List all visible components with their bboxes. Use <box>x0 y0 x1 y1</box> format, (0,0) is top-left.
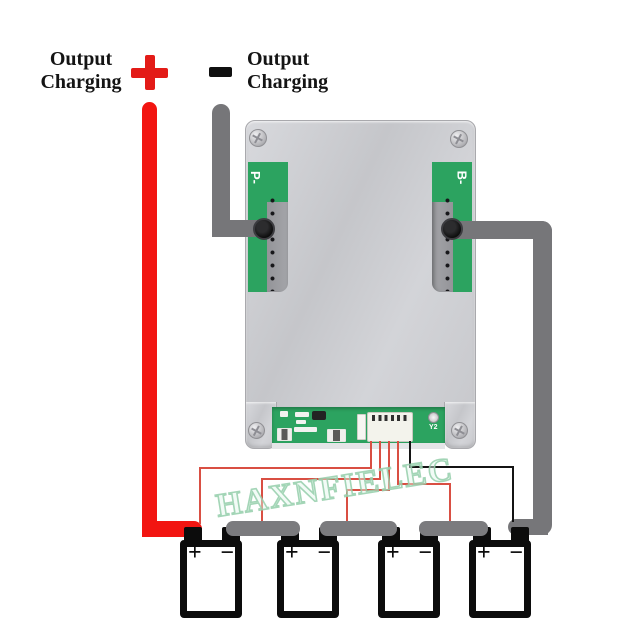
balance-connector <box>367 412 413 442</box>
balance-wire-4 <box>397 483 451 485</box>
pad-label-b-minus: B- <box>454 170 470 185</box>
balance-wire-2 <box>379 441 381 479</box>
silkscreen-mark <box>294 427 317 432</box>
label-line-charging: Charging <box>40 71 122 93</box>
battery-cell-4 <box>469 540 531 618</box>
plus-mark: + <box>188 540 202 566</box>
negative-output-wire-end <box>212 220 264 237</box>
screw-icon <box>450 130 468 148</box>
smd-resistor <box>327 429 346 442</box>
battery-negative-wire-horizontal <box>455 221 552 239</box>
battery4-negative-terminal <box>511 527 529 543</box>
battery-cell-1 <box>180 540 242 618</box>
battery-cell-3 <box>378 540 440 618</box>
series-jumper-2 <box>320 521 397 536</box>
label-line-output: Output <box>49 48 113 70</box>
plus-mark: + <box>285 540 299 566</box>
pcb-bottom-edge <box>272 443 445 449</box>
connector-pins <box>372 415 410 421</box>
minus-mark: − <box>509 540 523 566</box>
balance-wire-3 <box>346 489 390 491</box>
series-jumper-1 <box>226 521 300 536</box>
pad-label-p-minus: P- <box>248 171 263 184</box>
smd-component-dark <box>312 411 326 420</box>
plus-mark: + <box>477 540 491 566</box>
minus-symbol-icon <box>209 67 232 77</box>
minus-mark: − <box>317 540 331 566</box>
balance-wire-black <box>512 466 514 522</box>
battery1-positive-terminal <box>184 527 202 543</box>
silkscreen-mark <box>295 412 309 417</box>
series-jumper-3 <box>419 521 488 536</box>
solder-dots-right <box>445 198 450 291</box>
battery2-polarity: + − <box>277 541 339 565</box>
screw-icon <box>451 422 468 439</box>
negative-output-wire-vertical <box>212 104 230 237</box>
silkscreen-mark <box>296 420 306 424</box>
output-charging-label-positive: Output Charging <box>28 48 134 94</box>
output-charging-label-negative: Output Charging <box>247 48 367 94</box>
balance-wire-2 <box>261 478 381 480</box>
minus-mark: − <box>418 540 432 566</box>
battery4-polarity: + − <box>469 541 531 565</box>
balance-wire-4 <box>397 441 399 484</box>
balance-wire-3 <box>388 441 390 491</box>
silkscreen-mark <box>280 411 288 417</box>
balance-wire-1 <box>199 467 201 524</box>
silkscreen-y2-label: Y2 <box>429 424 438 431</box>
balance-wire-4 <box>449 483 451 523</box>
balance-wire-1 <box>199 467 372 469</box>
balance-wire-1 <box>370 441 372 468</box>
balance-wire-black <box>409 441 411 468</box>
screw-icon <box>248 422 265 439</box>
positive-output-wire-vertical <box>142 102 157 537</box>
plus-mark: + <box>386 540 400 566</box>
screw-icon <box>249 129 267 147</box>
solder-dots-left <box>270 198 275 291</box>
label-line-output: Output <box>247 48 310 70</box>
small-connector <box>357 414 366 440</box>
balance-wire-black <box>409 466 514 468</box>
balance-wire-2 <box>261 478 263 523</box>
pad-hole-p-minus <box>253 218 275 240</box>
via-pad <box>428 412 439 423</box>
battery-cell-2 <box>277 540 339 618</box>
battery1-polarity: + − <box>180 541 242 565</box>
balance-wire-3 <box>346 489 348 523</box>
pcb-green-left-column <box>248 200 267 292</box>
battery-negative-wire-vertical <box>533 221 552 535</box>
minus-mark: − <box>220 540 234 566</box>
label-line-charging: Charging <box>247 71 329 93</box>
pcb-green-left-band <box>248 162 288 202</box>
battery3-polarity: + − <box>378 541 440 565</box>
pcb-green-right-column <box>453 200 472 292</box>
smd-resistor <box>277 428 292 441</box>
pad-hole-b-minus <box>441 218 463 240</box>
pcb-green-right-band <box>432 162 472 202</box>
plus-symbol-icon <box>131 55 168 90</box>
